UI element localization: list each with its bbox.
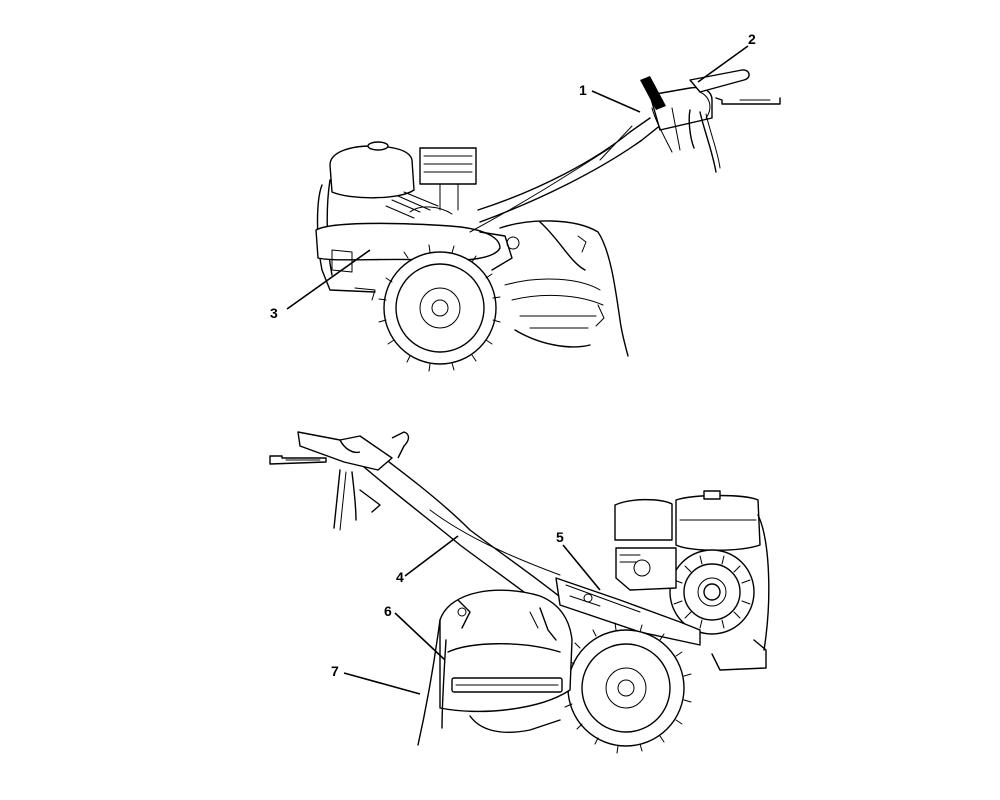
callout-2: 2: [748, 31, 756, 47]
callout-2-leader: [697, 45, 749, 83]
tiller-top-illustration: [315, 69, 781, 372]
callout-6: 6: [384, 603, 392, 619]
callout-3-leader: [286, 249, 371, 310]
callout-4-leader: [404, 535, 459, 577]
callout-7: 7: [331, 663, 339, 679]
callout-5: 5: [556, 529, 564, 545]
tiller-bottom-illustration: [269, 431, 770, 754]
callout-1: 1: [579, 82, 587, 98]
callout-6-leader: [394, 612, 446, 661]
callout-1-leader: [591, 90, 641, 113]
callout-4: 4: [396, 569, 404, 585]
callout-3: 3: [270, 305, 278, 321]
callout-5-leader: [562, 544, 601, 591]
callout-7-leader: [343, 672, 421, 695]
